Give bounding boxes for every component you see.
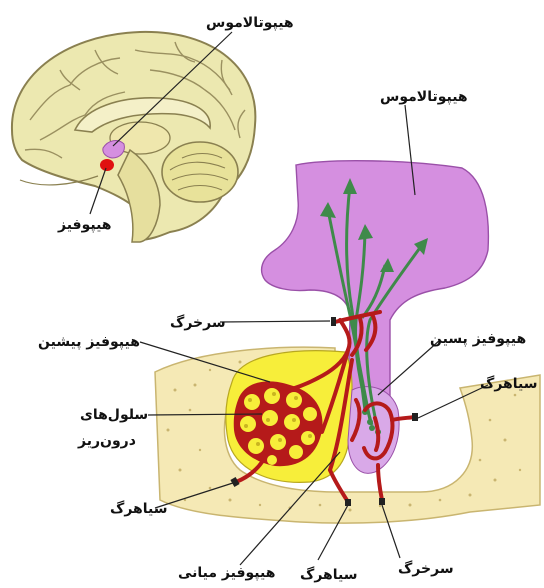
label-artery-upper: سرخرگ (170, 314, 226, 332)
label-endocrine-cells-line2: درون‌ریز (78, 432, 136, 450)
brain-sagittal-section (12, 32, 255, 242)
cerebellum (162, 142, 238, 202)
hypophysis-dot (100, 159, 114, 171)
label-vein-right: سیاهرگ (480, 375, 538, 393)
label-hypothalamus-small: هیپوتالاموس (206, 14, 294, 32)
label-vein-bottom: سیاهرگ (300, 566, 358, 584)
label-anterior-pituitary: هیپوفیز پیشین (38, 333, 140, 351)
label-artery-bottom: سرخرگ (398, 560, 454, 578)
label-hypothalamus-large: هیپوتالاموس (380, 88, 468, 106)
label-vein-left: سیاهرگ (110, 500, 168, 518)
label-hypophysis: هیپوفیز (58, 216, 112, 234)
label-endocrine-cells-line1: سلول‌های (80, 406, 148, 424)
label-posterior-pituitary: هیپوفیز پسین (430, 330, 526, 348)
label-intermediate-pituitary: هیپوفیز میانی (178, 564, 275, 582)
